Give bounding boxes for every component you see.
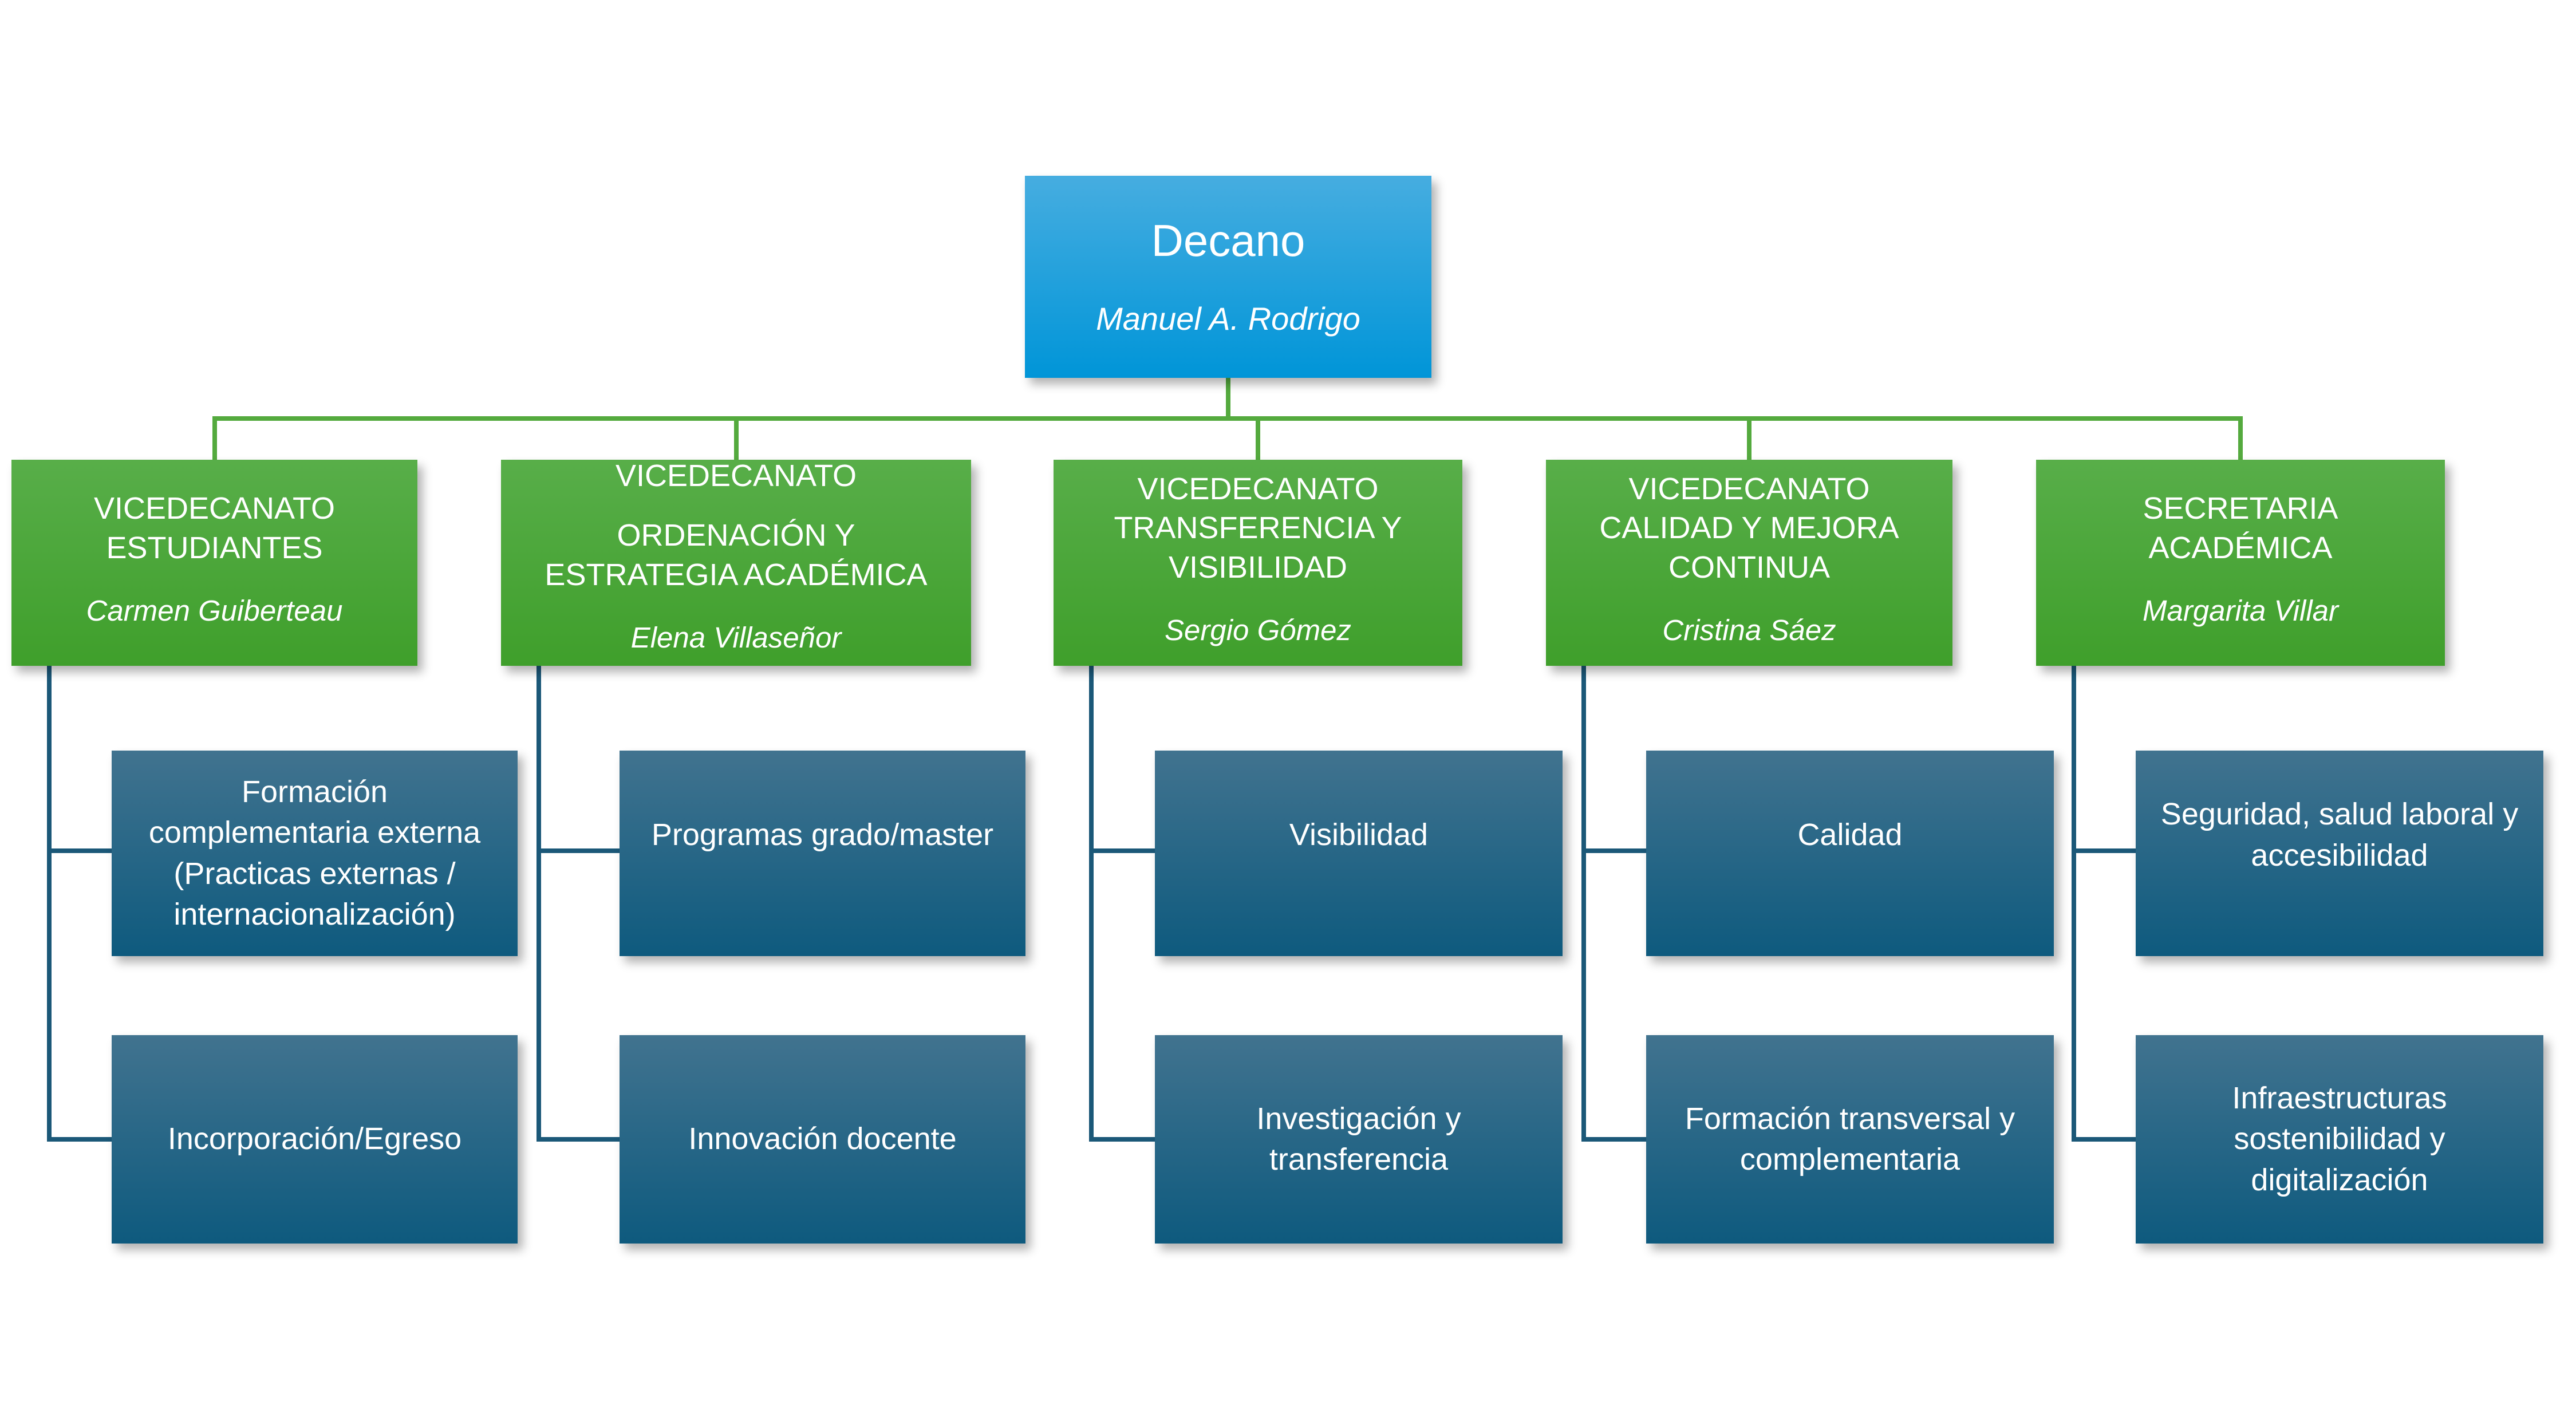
leaf-label: Formación transversal y complementaria	[1685, 1101, 2015, 1177]
root-node-decano: Decano Manuel A. Rodrigo	[1025, 176, 1431, 378]
branch-person-name: Margarita Villar	[2142, 594, 2338, 627]
leaf-column-connector	[1089, 664, 1094, 1142]
leaf-node: Infraestructuras sostenibilidad y digita…	[2136, 1035, 2543, 1244]
branch-person-name: Elena Villaseñor	[630, 621, 842, 654]
branch-title: VICEDECANATO ESTUDIANTES	[93, 491, 336, 565]
branch-title: SECRETARIA ACADÉMICA	[2143, 491, 2338, 565]
leaf-node: Seguridad, salud laboral y accesibilidad	[2136, 751, 2543, 956]
leaf-stub-connector	[1581, 848, 1646, 853]
branch-drop-connector	[734, 416, 739, 463]
leaf-node: Innovación docente	[620, 1035, 1025, 1244]
leaf-column-connector	[1581, 664, 1586, 1142]
leaf-label: Infraestructuras sostenibilidad y digita…	[2232, 1081, 2447, 1197]
leaf-column-connector	[2072, 664, 2076, 1142]
root-title: Decano	[1151, 215, 1305, 266]
leaf-stub-connector	[1089, 1137, 1155, 1142]
leaf-stub-connector	[536, 848, 620, 853]
leaf-stub-connector	[47, 848, 112, 853]
branch-drop-connector	[1747, 416, 1751, 463]
leaf-node: Incorporación/Egreso	[112, 1035, 518, 1244]
branch-row-connector	[212, 416, 2243, 421]
branch-node-calidad: VICEDECANATO CALIDAD Y MEJORA CONTINUA C…	[1546, 460, 1952, 666]
leaf-node: Formación transversal y complementaria	[1646, 1035, 2054, 1244]
leaf-column-connector	[536, 664, 541, 1142]
leaf-node: Calidad	[1646, 751, 2054, 956]
leaf-stub-connector	[47, 1137, 112, 1142]
leaf-label: Investigación y transferencia	[1256, 1101, 1461, 1177]
branch-node-transferencia: VICEDECANATO TRANSFERENCIA Y VISIBILIDAD…	[1054, 460, 1462, 666]
leaf-node: Visibilidad	[1155, 751, 1563, 956]
branch-drop-connector	[1256, 416, 1260, 463]
leaf-label: Incorporación/Egreso	[167, 1122, 462, 1157]
branch-node-ordenacion: VICEDECANATO ORDENACIÓN Y ESTRATEGIA ACA…	[501, 459, 971, 666]
leaf-label: Formación complementaria externa (Practi…	[148, 774, 481, 931]
branch-subtitle: ORDENACIÓN Y ESTRATEGIA ACADÉMICA	[545, 518, 928, 592]
leaf-stub-connector	[1089, 848, 1155, 853]
branch-person-name: Sergio Gómez	[1165, 614, 1351, 647]
root-person-name: Manuel A. Rodrigo	[1096, 300, 1360, 337]
leaf-node: Formación complementaria externa (Practi…	[112, 751, 518, 956]
branch-title: VICEDECANATO	[615, 458, 857, 493]
leaf-stub-connector	[2072, 1137, 2136, 1142]
branch-node-secretaria: SECRETARIA ACADÉMICA Margarita Villar	[2036, 460, 2445, 666]
leaf-stub-connector	[2072, 848, 2136, 853]
branch-node-estudiantes: VICEDECANATO ESTUDIANTES Carmen Guiberte…	[11, 460, 417, 666]
branch-title: VICEDECANATO CALIDAD Y MEJORA CONTINUA	[1599, 471, 1899, 585]
leaf-node: Investigación y transferencia	[1155, 1035, 1563, 1244]
branch-title: VICEDECANATO TRANSFERENCIA Y VISIBILIDAD	[1114, 471, 1402, 585]
leaf-stub-connector	[1581, 1137, 1646, 1142]
leaf-label: Programas grado/master	[651, 817, 994, 852]
branch-person-name: Carmen Guiberteau	[86, 594, 343, 627]
branch-person-name: Cristina Sáez	[1662, 614, 1836, 647]
leaf-node: Programas grado/master	[620, 751, 1025, 956]
leaf-label: Seguridad, salud laboral y accesibilidad	[2160, 797, 2519, 873]
branch-drop-connector	[2238, 416, 2243, 463]
leaf-stub-connector	[536, 1137, 620, 1142]
leaf-label: Innovación docente	[688, 1122, 957, 1157]
leaf-label: Calidad	[1797, 817, 1903, 852]
leaf-column-connector	[47, 664, 52, 1142]
leaf-label: Visibilidad	[1289, 817, 1429, 852]
root-stem-connector	[1226, 376, 1230, 419]
branch-drop-connector	[212, 416, 217, 463]
